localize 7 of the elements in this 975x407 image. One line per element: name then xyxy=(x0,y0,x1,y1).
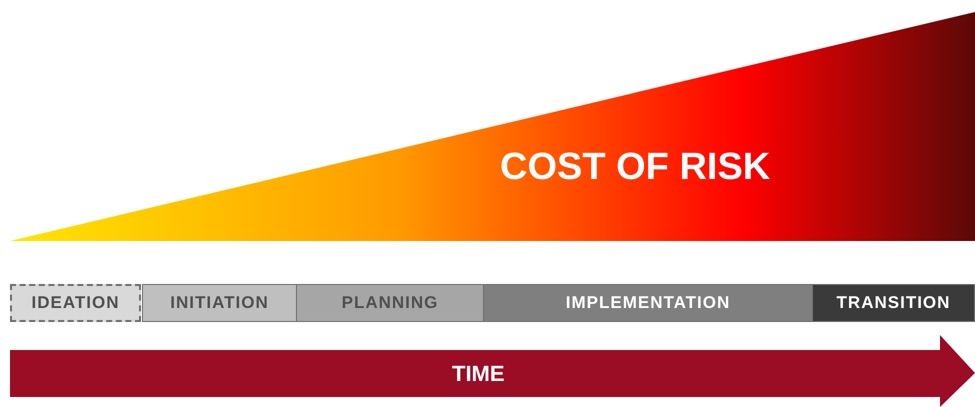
phase-segment: TRANSITION xyxy=(812,284,975,322)
phase-segment: INITIATION xyxy=(142,284,297,322)
phase-segment: IDEATION xyxy=(10,284,141,322)
phase-segment: PLANNING xyxy=(296,284,484,322)
wedge-label: COST OF RISK xyxy=(500,146,770,189)
arrow-label: TIME xyxy=(452,361,505,387)
phase-segment: IMPLEMENTATION xyxy=(483,284,813,322)
